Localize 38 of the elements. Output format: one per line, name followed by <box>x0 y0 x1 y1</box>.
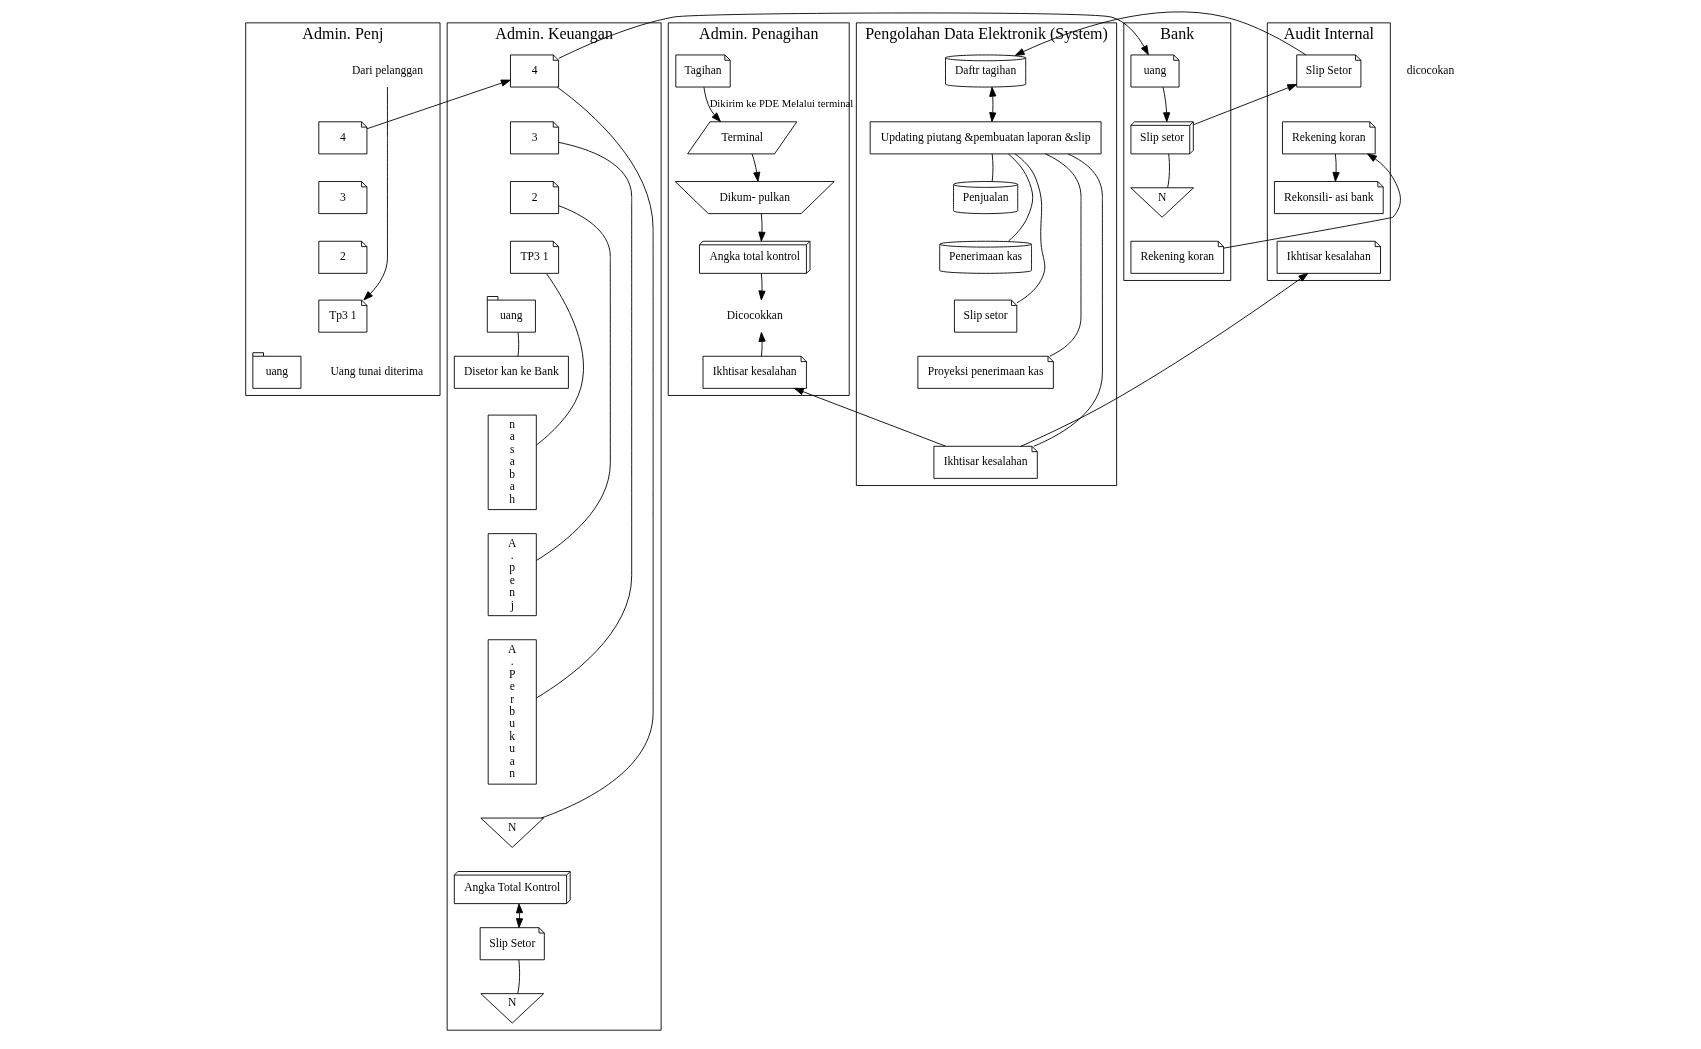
arrow <box>751 153 760 182</box>
arrow <box>1222 153 1401 249</box>
arrow <box>757 332 766 357</box>
connector <box>540 86 654 819</box>
arrow <box>703 86 721 123</box>
node-box: Updating piutang &pembuatan laporan &slip <box>869 121 1101 155</box>
connector <box>1014 153 1045 304</box>
arrow <box>793 387 946 447</box>
node-text: Dicocokkan <box>726 309 783 323</box>
connector <box>1044 153 1081 357</box>
connector <box>516 959 520 995</box>
connector <box>535 273 584 446</box>
connector <box>1007 153 1033 242</box>
node-box: Disetor kan ke Bank <box>453 355 569 389</box>
label: dicocokan <box>1406 64 1454 78</box>
node-box: A . P e r b u k u a n <box>487 639 537 785</box>
arrow <box>1020 273 1308 447</box>
connector <box>535 205 611 561</box>
arrow <box>1014 11 1306 56</box>
node-label: Uang tunai diterima <box>329 365 423 379</box>
node-text: Dari pelanggan <box>351 64 423 78</box>
arrow <box>362 86 388 301</box>
arrow <box>1192 84 1297 126</box>
connector <box>517 332 519 357</box>
arrow <box>1162 86 1170 123</box>
arrow <box>1332 153 1340 182</box>
arrow <box>366 79 511 130</box>
connector <box>1032 153 1103 447</box>
arrow <box>515 903 523 928</box>
connector <box>535 141 632 699</box>
connector <box>991 153 993 182</box>
arrow <box>557 12 1149 59</box>
connector <box>1166 153 1170 189</box>
arrow <box>757 273 766 301</box>
node-box: A . p e n j <box>487 533 537 617</box>
node-box: n a s a b a h <box>487 414 537 511</box>
arrow <box>757 213 766 242</box>
arrow <box>988 86 996 123</box>
